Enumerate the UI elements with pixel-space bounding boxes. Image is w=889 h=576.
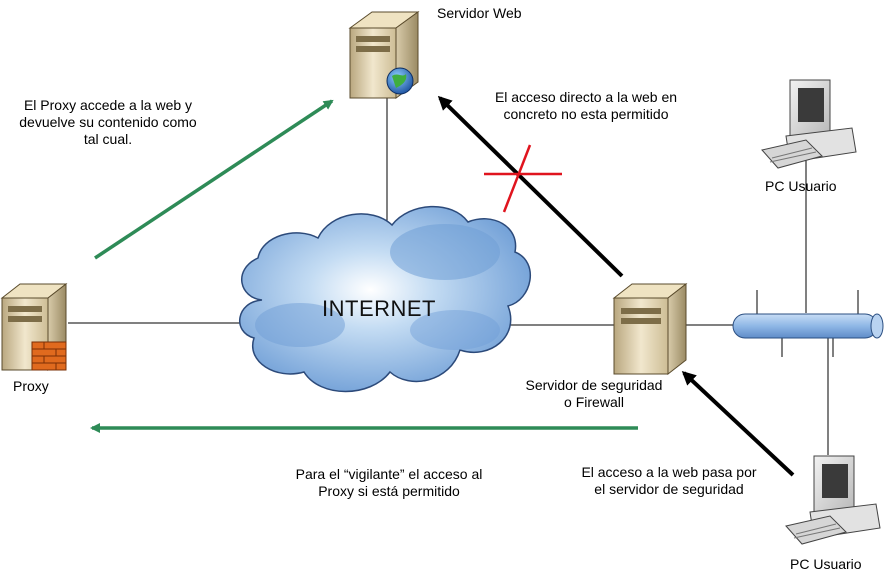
note-line: El acceso a la web pasa por <box>581 464 757 480</box>
note-line: devuelve su contenido como <box>19 114 197 130</box>
note-line: tal cual. <box>83 131 133 147</box>
desktop-pc-icon <box>785 455 881 545</box>
arrows <box>90 95 795 477</box>
label-pc-bottom: PC Usuario <box>790 556 862 572</box>
label-web-server: Servidor Web <box>437 5 522 21</box>
arrow-direct-to-web <box>437 95 624 278</box>
note-via-firewall: El acceso a la web pasa por el servidor … <box>566 464 772 498</box>
note-line: el servidor de seguridad <box>594 481 744 497</box>
deny-cross-icon <box>484 144 562 213</box>
label-firewall-line1: Servidor de seguridad <box>525 377 663 393</box>
connections <box>68 90 829 455</box>
note-line: El Proxy accede a la web y <box>23 97 193 113</box>
server-firewall-icon <box>0 282 68 372</box>
note-proxy-allowed: Para el “vigilante” el acceso al Proxy s… <box>266 466 512 500</box>
note-proxy-access: El Proxy accede a la web y devuelve su c… <box>0 97 216 148</box>
label-proxy: Proxy <box>13 378 49 394</box>
server-globe-icon <box>348 11 420 99</box>
note-direct-denied: El acceso directo a la web en concreto n… <box>468 89 704 123</box>
label-firewall: Servidor de seguridad o Firewall <box>514 377 674 411</box>
arrow-proxy-to-web <box>94 99 334 260</box>
note-line: Proxy si está permitido <box>318 483 460 499</box>
note-line: Para el “vigilante” el acceso al <box>295 466 483 482</box>
desktop-pc-icon <box>761 79 857 169</box>
server-icon <box>612 282 688 376</box>
note-line: concreto no esta permitido <box>503 106 669 122</box>
label-pc-top: PC Usuario <box>765 178 837 194</box>
arrow-pc-to-firewall <box>681 370 795 477</box>
network-bus-icon <box>732 290 884 357</box>
note-line: El acceso directo a la web en <box>494 89 678 105</box>
label-internet: INTERNET <box>322 296 436 321</box>
internet-cloud-icon <box>238 205 531 393</box>
label-firewall-line2: o Firewall <box>564 394 624 410</box>
